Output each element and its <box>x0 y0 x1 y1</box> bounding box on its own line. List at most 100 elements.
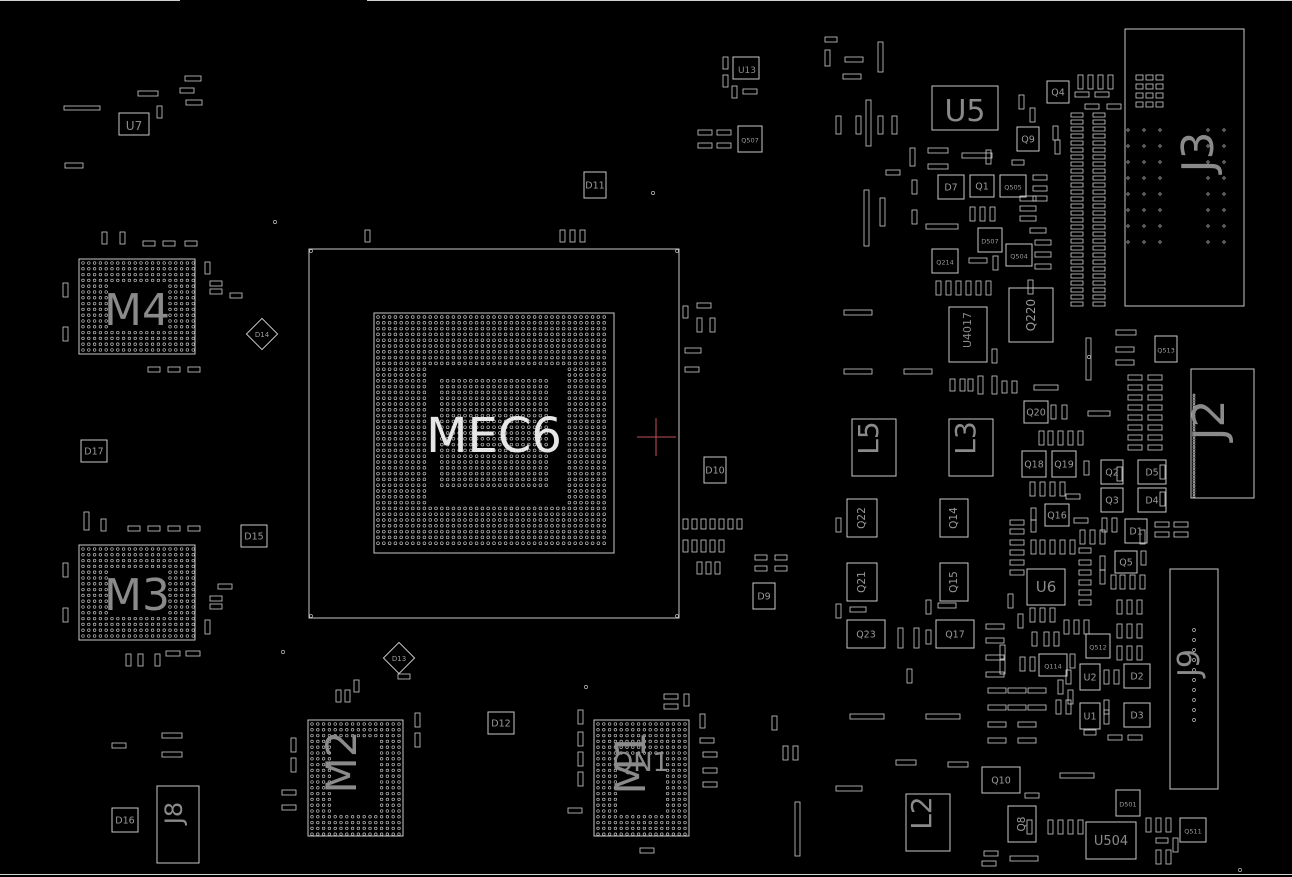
label-q507[interactable]: Q507 <box>741 137 759 145</box>
pad-dot <box>602 483 606 487</box>
pad-dot <box>486 512 490 516</box>
label-d4[interactable]: D4 <box>1145 496 1158 507</box>
label-q16[interactable]: Q16 <box>1047 511 1067 522</box>
label-d507[interactable]: D507 <box>981 238 998 246</box>
pad-dot <box>573 454 577 458</box>
pad-dot <box>185 622 190 627</box>
label-d9[interactable]: D9 <box>757 592 770 603</box>
label-q9[interactable]: Q9 <box>1021 135 1035 146</box>
label-d501[interactable]: D501 <box>1119 801 1136 809</box>
label-d11[interactable]: D11 <box>585 181 604 192</box>
label-m4[interactable]: M4 <box>104 285 170 336</box>
label-d15[interactable]: D15 <box>244 532 263 543</box>
label-qn1[interactable]: QN1 <box>613 748 669 778</box>
pad-dot <box>145 634 149 638</box>
label-d12[interactable]: D12 <box>491 719 510 730</box>
label-q5[interactable]: Q5 <box>1119 558 1133 569</box>
pad-dot <box>87 599 91 603</box>
label-mec6[interactable]: MEC6 <box>426 408 562 464</box>
label-d13[interactable]: D13 <box>392 655 406 663</box>
pad-dot <box>556 332 560 337</box>
pad-dot <box>469 361 473 366</box>
label-d2[interactable]: D2 <box>1130 672 1143 683</box>
pad-dot <box>327 797 332 802</box>
label-q19[interactable]: Q19 <box>1054 460 1074 471</box>
pad-dot <box>596 541 601 545</box>
label-q21[interactable]: Q21 <box>856 571 868 593</box>
pad-dot <box>411 379 415 383</box>
label-q513[interactable]: Q513 <box>1157 347 1175 355</box>
pad-dot <box>451 425 456 429</box>
smd-pad <box>364 229 371 243</box>
pad-dot <box>92 634 97 638</box>
smd-pads <box>62 36 1189 867</box>
pad-dot <box>469 402 473 406</box>
label-q22[interactable]: Q22 <box>856 507 868 529</box>
u504-outline <box>1085 821 1137 860</box>
pad-dot <box>87 593 91 598</box>
label-m3[interactable]: M3 <box>104 570 170 621</box>
label-q214[interactable]: Q214 <box>936 259 954 267</box>
label-q15[interactable]: Q15 <box>948 571 960 593</box>
label-q20[interactable]: Q20 <box>1026 408 1046 419</box>
pad-dot <box>590 495 595 499</box>
pad-dot <box>174 616 178 621</box>
label-d10[interactable]: D10 <box>705 466 724 477</box>
label-l2[interactable]: L2 <box>905 796 938 829</box>
label-d16[interactable]: D16 <box>115 816 134 827</box>
label-q512[interactable]: Q512 <box>1089 644 1107 652</box>
label-d5[interactable]: D5 <box>1145 468 1158 479</box>
label-l3[interactable]: L3 <box>949 421 982 454</box>
smd-pad <box>1009 569 1025 576</box>
label-d17[interactable]: D17 <box>84 447 103 458</box>
label-j8[interactable]: J8 <box>160 802 188 826</box>
label-j3[interactable]: J3 <box>1173 132 1224 176</box>
label-q505[interactable]: Q505 <box>1004 184 1022 192</box>
label-u7[interactable]: U7 <box>126 119 142 133</box>
label-q14[interactable]: Q14 <box>948 507 960 529</box>
pad-dot <box>321 832 326 836</box>
label-q10[interactable]: Q10 <box>991 776 1011 787</box>
label-u6[interactable]: U6 <box>1036 578 1057 596</box>
label-q114[interactable]: Q114 <box>1044 663 1062 671</box>
label-d3[interactable]: D3 <box>1130 711 1143 722</box>
pad-dot <box>602 431 606 435</box>
label-d1[interactable]: D1 <box>1129 527 1142 538</box>
pad-dot <box>310 751 314 755</box>
label-q504[interactable]: Q504 <box>1010 253 1028 261</box>
label-u1[interactable]: U1 <box>1084 712 1097 723</box>
label-u13[interactable]: U13 <box>738 66 756 76</box>
label-q8[interactable]: Q8 <box>1016 817 1028 832</box>
label-u5[interactable]: U5 <box>944 94 985 129</box>
label-q1[interactable]: Q1 <box>975 182 989 193</box>
label-q2[interactable]: Q2 <box>1105 468 1119 479</box>
label-q220[interactable]: Q220 <box>1024 299 1038 331</box>
pad-dot <box>121 553 126 557</box>
label-q18[interactable]: Q18 <box>1024 460 1044 471</box>
pad-dot <box>642 728 647 732</box>
label-u504[interactable]: U504 <box>1094 834 1128 849</box>
pad-dot <box>405 419 409 424</box>
label-u2[interactable]: U2 <box>1084 673 1097 684</box>
mec6-package-outline <box>308 248 680 619</box>
label-d7[interactable]: D7 <box>944 183 957 194</box>
label-j9[interactable]: J9 <box>1172 649 1207 679</box>
label-m1[interactable]: M1 <box>606 732 655 795</box>
label-j2[interactable]: J2 <box>1184 400 1235 444</box>
label-q3[interactable]: Q3 <box>1105 496 1119 507</box>
pad-dot <box>480 338 485 342</box>
label-m2[interactable]: M2 <box>317 731 366 794</box>
pad-dot <box>179 267 184 271</box>
pad-dot <box>185 307 190 312</box>
smd-pad <box>985 637 1005 644</box>
label-q23[interactable]: Q23 <box>856 630 876 641</box>
label-u4017[interactable]: U4017 <box>961 312 974 348</box>
label-d14[interactable]: D14 <box>255 331 270 339</box>
label-l5[interactable]: L5 <box>852 421 885 454</box>
label-q511[interactable]: Q511 <box>1184 828 1202 836</box>
smd-pad <box>101 231 108 245</box>
label-q17[interactable]: Q17 <box>945 630 965 641</box>
label-q4[interactable]: Q4 <box>1051 88 1065 99</box>
pad-dot <box>675 249 679 253</box>
